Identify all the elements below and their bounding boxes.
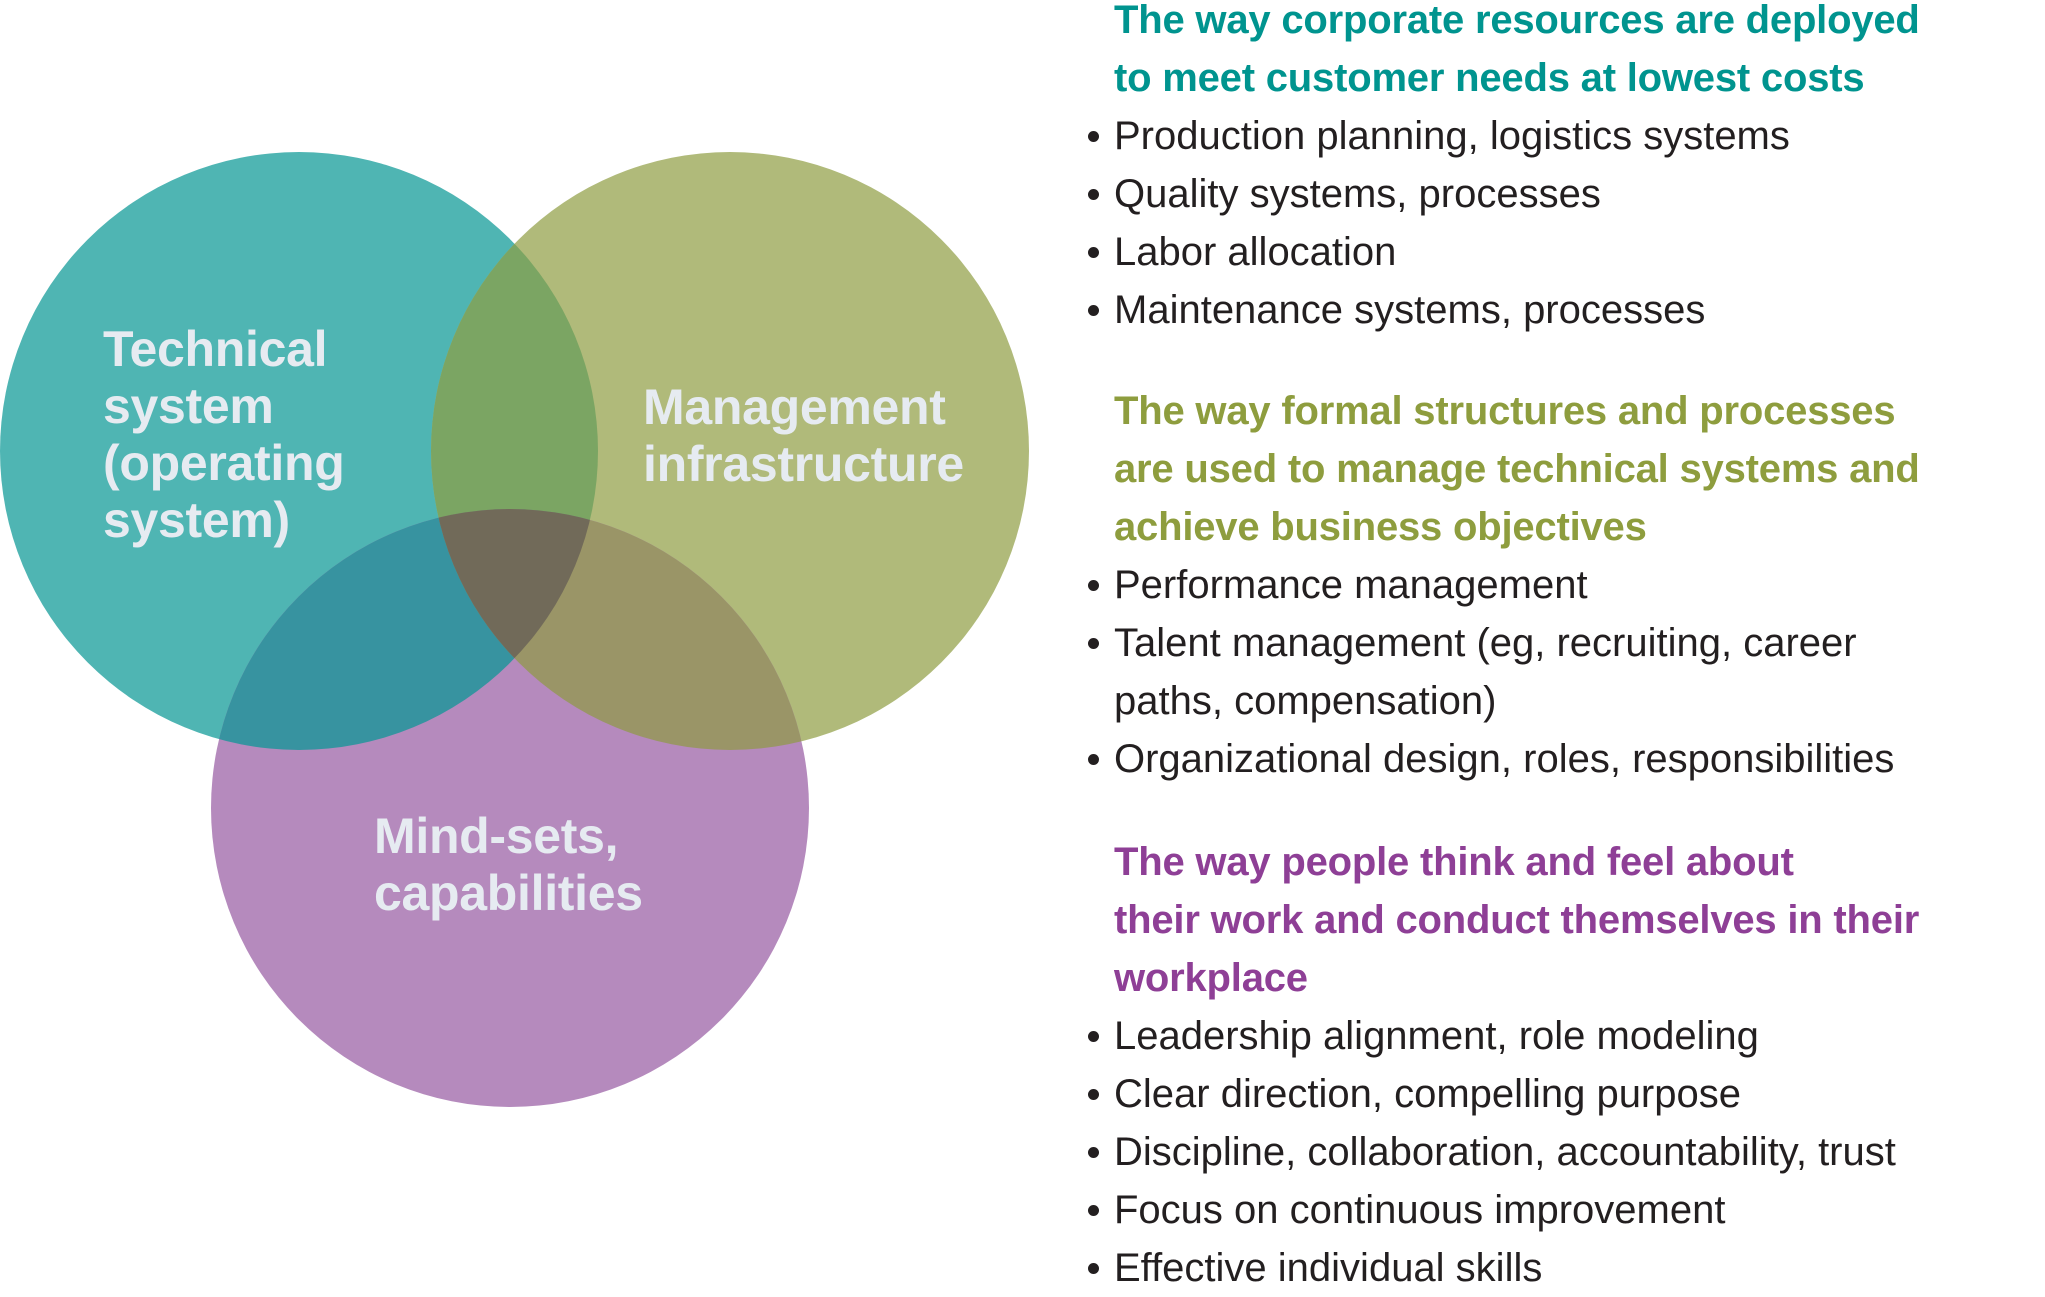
overlap-management-mindsets: [431, 509, 809, 750]
bullet-item: Performance management: [1085, 556, 2045, 614]
bullet-item: Maintenance systems, processes: [1085, 281, 2045, 339]
bullet-text: Maintenance systems, processes: [1114, 288, 1706, 332]
bullet-item: Organizational design, roles, responsibi…: [1085, 730, 2045, 788]
circle-label-management: Management infrastructure: [643, 379, 964, 493]
bullet-dot-icon: [1088, 305, 1099, 316]
bullet-dot-icon: [1088, 580, 1099, 591]
circle-label-mindsets: Mind-sets, capabilities: [374, 808, 643, 922]
label-line: Technical: [103, 321, 328, 377]
overlap-technical-mindsets: [211, 509, 598, 750]
heading-line: The way formal structures and processes: [1114, 389, 1896, 433]
bullet-item: Focus on continuous improvement: [1085, 1181, 2045, 1239]
bullet-text: Focus on continuous improvement: [1114, 1188, 1726, 1232]
bullet-text: Leadership alignment, role modeling: [1114, 1014, 1759, 1058]
bullet-item: Clear direction, compelling purpose: [1085, 1065, 2045, 1123]
heading-line: achieve business objectives: [1114, 505, 1647, 549]
label-line: Mind-sets,: [374, 808, 619, 864]
heading-line: The way corporate resources are deployed: [1114, 0, 1920, 42]
heading-line: workplace: [1114, 956, 1308, 1000]
bullet-dot-icon: [1088, 638, 1099, 649]
bullet-item: Labor allocation: [1085, 223, 2045, 281]
bullet-text: Organizational design, roles, responsibi…: [1114, 737, 1895, 781]
label-line: capabilities: [374, 865, 643, 921]
bullet-text: Labor allocation: [1114, 230, 1397, 274]
heading-line: are used to manage technical systems and: [1114, 447, 1920, 491]
bullet-text: paths, compensation): [1114, 679, 1497, 723]
bullet-dot-icon: [1088, 1089, 1099, 1100]
bullet-text: Performance management: [1114, 563, 1588, 607]
heading-line: to meet customer needs at lowest costs: [1114, 56, 1865, 100]
section-heading: The way formal structures and processes a…: [1085, 382, 2045, 556]
bullet-dot-icon: [1088, 1263, 1099, 1274]
section-mindsets-capabilities: The way people think and feel about their…: [1085, 833, 2045, 1297]
section-heading: The way corporate resources are deployed…: [1085, 0, 2045, 107]
bullet-item: Talent management (eg, recruiting, caree…: [1085, 614, 2045, 730]
bullet-text: Talent management (eg, recruiting, caree…: [1114, 621, 1857, 665]
bullet-text: Quality systems, processes: [1114, 172, 1601, 216]
bullet-dot-icon: [1088, 189, 1099, 200]
heading-line: The way people think and feel about: [1114, 840, 1794, 884]
bullet-dot-icon: [1088, 131, 1099, 142]
section-management-infrastructure: The way formal structures and processes a…: [1085, 382, 2045, 788]
bullet-item: Quality systems, processes: [1085, 165, 2045, 223]
circle-label-technical: Technical system (operating system): [103, 321, 345, 549]
bullet-dot-icon: [1088, 754, 1099, 765]
bullet-item: Production planning, logistics systems: [1085, 107, 2045, 165]
label-line: system): [103, 492, 290, 548]
bullet-item: Effective individual skills: [1085, 1239, 2045, 1297]
label-line: Management: [643, 379, 946, 435]
bullet-text: Production planning, logistics systems: [1114, 114, 1790, 158]
bullet-text: Effective individual skills: [1114, 1246, 1543, 1290]
bullet-item: Leadership alignment, role modeling: [1085, 1007, 2045, 1065]
section-technical-system: The way corporate resources are deployed…: [1085, 0, 2045, 339]
bullet-text: Discipline, collaboration, accountabilit…: [1114, 1130, 1896, 1174]
label-line: system: [103, 378, 274, 434]
heading-line: their work and conduct themselves in the…: [1114, 898, 1920, 942]
section-heading: The way people think and feel about their…: [1085, 833, 2045, 1007]
bullet-dot-icon: [1088, 1031, 1099, 1042]
venn-diagram: [0, 152, 1029, 1107]
label-line: infrastructure: [643, 436, 964, 492]
bullet-dot-icon: [1088, 247, 1099, 258]
bullet-dot-icon: [1088, 1147, 1099, 1158]
bullet-dot-icon: [1088, 1205, 1099, 1216]
bullet-text: Clear direction, compelling purpose: [1114, 1072, 1741, 1116]
bullet-item: Discipline, collaboration, accountabilit…: [1085, 1123, 2045, 1181]
label-line: (operating: [103, 435, 345, 491]
